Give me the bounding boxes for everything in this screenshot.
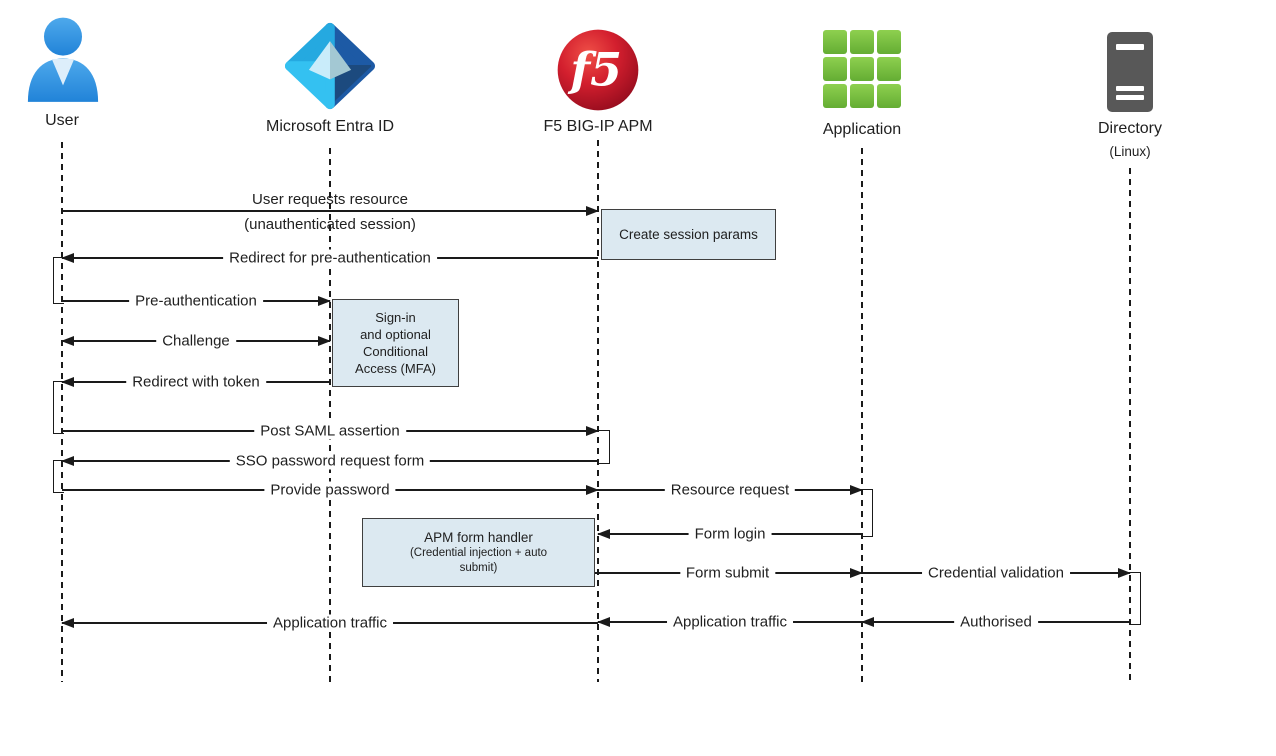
message-label: Application traffic [267, 614, 393, 632]
message-label: Authorised [954, 613, 1038, 631]
note-line: submit) [459, 562, 498, 575]
lifeline-directory [1129, 168, 1131, 682]
message-label: Form login [688, 525, 772, 543]
f5-icon: f5 [554, 26, 642, 114]
actor-label-directory: Directory [1097, 120, 1162, 137]
msg-form-submit: Form submit [593, 564, 862, 582]
message-label: User requests resource [252, 190, 408, 208]
message-label: Form submit [679, 564, 776, 582]
elbow-user-3 [53, 460, 64, 493]
msg-application-traffic-f5-user: Application traffic [62, 614, 598, 632]
note-line: Access (MFA) [355, 361, 436, 377]
note-line: Conditional [362, 344, 429, 359]
msg-post-saml-assertion: Post SAML assertion [62, 422, 598, 440]
user-icon [24, 12, 102, 106]
actor-label-entra: Microsoft Entra ID [265, 118, 395, 135]
application-icon [823, 30, 901, 108]
msg-provide-password: Provide password [62, 481, 598, 499]
directory-server-icon [1107, 32, 1153, 112]
lifeline-application [861, 148, 863, 682]
message-label: Credential validation [922, 564, 1070, 582]
msg-sso-password-request-form: SSO password request form [62, 452, 598, 470]
note-create-session-params: Create session params [601, 209, 776, 260]
msg-credential-validation: Credential validation [862, 564, 1130, 582]
message-label: SSO password request form [229, 452, 431, 470]
note-line: Sign-in [375, 309, 416, 325]
entra-id-icon [284, 20, 376, 112]
elbow-application-1 [862, 489, 873, 537]
actor-sublabel-directory-linux: (Linux) [1109, 144, 1151, 159]
elbow-user-1 [53, 257, 64, 304]
actor-label-application: Application [822, 121, 902, 138]
note-line: (Credential injection + auto [409, 547, 548, 560]
msg-redirect-with-token: Redirect with token [62, 373, 330, 391]
lifeline-entra [329, 148, 331, 682]
note-line: APM form handler [424, 529, 533, 545]
message-label: Pre-authentication [129, 292, 263, 310]
elbow-directory-1 [1130, 572, 1141, 625]
msg-application-traffic-app-f5: Application traffic [598, 613, 862, 631]
elbow-user-2 [53, 381, 64, 434]
note-line: and optional [360, 326, 431, 342]
message-label: Provide password [264, 481, 396, 499]
message-label: Application traffic [667, 613, 793, 631]
note-sign-in-conditional-access: Sign-in and optional Conditional Access … [332, 299, 459, 387]
msg-challenge: Challenge [62, 332, 330, 350]
message-label: Resource request [664, 481, 796, 499]
msg-form-login: Form login [598, 525, 862, 543]
actor-label-user: User [45, 112, 79, 129]
message-label: Redirect for pre-authentication [223, 249, 437, 267]
message-label: Redirect with token [126, 373, 266, 391]
message-label: (unauthenticated session) [244, 216, 416, 233]
lifeline-user [61, 142, 63, 682]
message-label: Post SAML assertion [254, 422, 406, 440]
note-line: Create session params [619, 226, 758, 242]
note-apm-form-handler: APM form handler (Credential injection +… [362, 518, 595, 587]
msg-user-requests-resource: User requests resource (unauthenticated … [62, 191, 598, 233]
msg-authorised: Authorised [862, 613, 1130, 631]
svg-text:f5: f5 [567, 43, 622, 97]
elbow-f5-1 [598, 430, 610, 464]
msg-resource-request: Resource request [598, 481, 862, 499]
actor-label-f5: F5 BIG-IP APM [543, 118, 653, 135]
lifeline-f5 [597, 140, 599, 682]
msg-redirect-pre-auth: Redirect for pre-authentication [62, 249, 598, 267]
msg-pre-authentication: Pre-authentication [62, 292, 330, 310]
message-label: Challenge [156, 332, 236, 350]
